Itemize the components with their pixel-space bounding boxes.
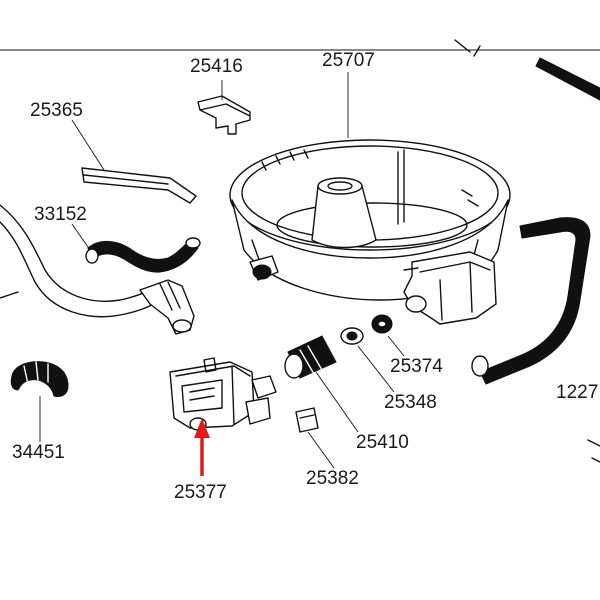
- part-33152-hose: [85, 237, 201, 273]
- part-25365-bracket: [81, 167, 197, 204]
- part-25374-nut: [371, 314, 393, 334]
- part-25410-hose: [284, 335, 337, 379]
- part-25377-valve: [169, 357, 277, 431]
- part-25416-clip: [197, 95, 251, 135]
- hose-top-right: [454, 39, 600, 101]
- label-25410: 25410: [356, 432, 409, 453]
- hose-left-long: [0, 204, 163, 318]
- part-25348-gasket: [340, 327, 364, 345]
- label-25365: 25365: [30, 100, 83, 121]
- label-25382: 25382: [306, 468, 359, 489]
- label-25707: 25707: [322, 50, 375, 71]
- leader-lines: [39, 72, 405, 469]
- hose-elbow-connector: [139, 279, 195, 335]
- part-25382-seal: [295, 407, 319, 433]
- part-25707-sump-tub: [229, 139, 511, 325]
- label-1227: 1227: [556, 382, 598, 403]
- label-25374: 25374: [390, 356, 443, 377]
- label-34451: 34451: [12, 442, 65, 463]
- label-25377: 25377: [174, 482, 227, 503]
- highlight-arrow: [194, 418, 210, 476]
- label-33152: 33152: [34, 204, 87, 225]
- part-34451-elbow-hose: [10, 361, 69, 397]
- label-25348: 25348: [384, 392, 437, 413]
- part-1227-hose: [471, 217, 600, 463]
- label-25416: 25416: [190, 56, 243, 77]
